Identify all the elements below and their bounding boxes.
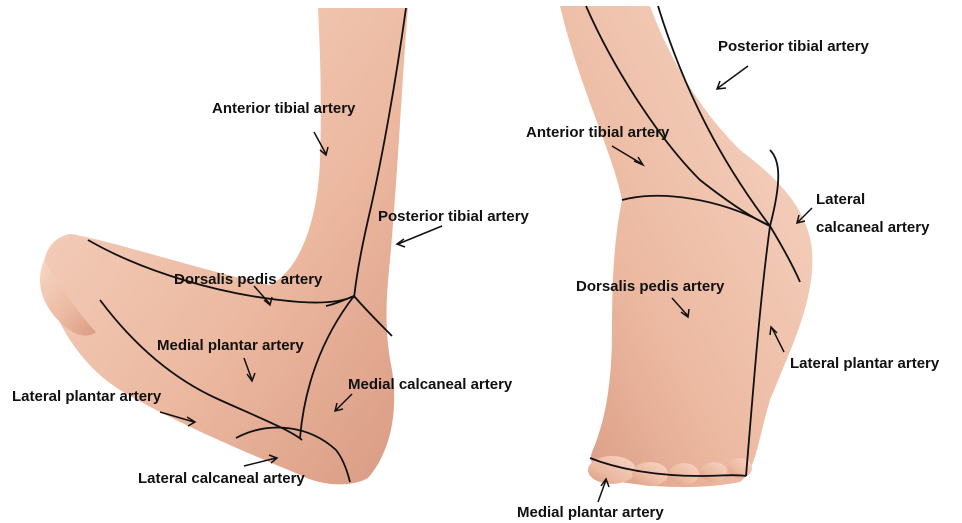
label-left-anterior-tibial-artery: Anterior tibial artery <box>212 100 355 118</box>
label-left-posterior-tibial-artery: Posterior tibial artery <box>378 208 529 226</box>
label-right-medial-plantar-artery: Medial plantar artery <box>517 504 664 522</box>
label-left-lateral-calcaneal-artery: Lateral calcaneal artery <box>138 470 305 488</box>
label-right-lateral-calcaneal-line-2: calcaneal artery <box>816 219 929 237</box>
label-right-lateral-plantar-artery: Lateral plantar artery <box>790 355 939 373</box>
label-right-anterior-tibial-artery: Anterior tibial artery <box>526 124 669 142</box>
label-left-medial-plantar-artery: Medial plantar artery <box>157 337 304 355</box>
arrow-right-medial-plantar <box>598 480 606 502</box>
label-left-lateral-plantar-artery: Lateral plantar artery <box>12 388 161 406</box>
label-left-dorsalis-pedis-artery: Dorsalis pedis artery <box>174 271 322 289</box>
label-right-posterior-tibial-artery: Posterior tibial artery <box>718 38 869 56</box>
right-foot-shape <box>560 6 812 487</box>
label-right-lateral-calcaneal-line-1: Lateral <box>816 191 865 209</box>
arrow-left-posterior-tibial <box>398 226 442 244</box>
arrow-right-posterior-tibial <box>718 66 748 88</box>
label-left-medial-calcaneal-artery: Medial calcaneal artery <box>348 376 512 394</box>
label-right-dorsalis-pedis-artery: Dorsalis pedis artery <box>576 278 724 296</box>
